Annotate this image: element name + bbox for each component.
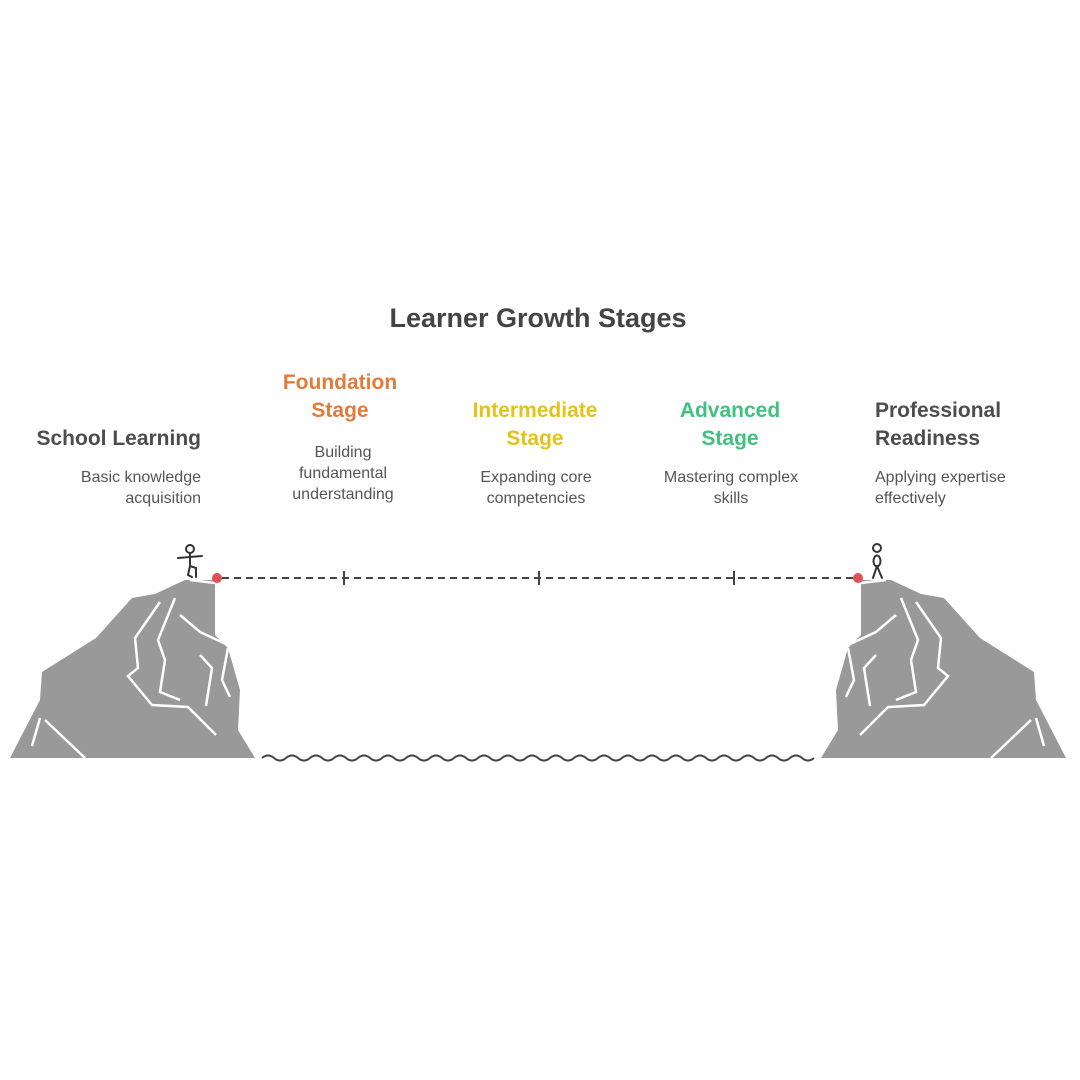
stage-advanced-description: Mastering complex skills — [663, 469, 799, 507]
stage-professional-description: Applying expertise effectively — [875, 469, 1006, 507]
stage-intermediate-description: Expanding core competencies — [480, 469, 592, 507]
stage-school-description: Basic knowledge acquisition — [80, 469, 201, 507]
stage-intermediate-label: Intermediate Stage — [472, 399, 598, 450]
right-cliff — [821, 578, 1066, 759]
stage-school-label: School Learning — [36, 427, 201, 450]
start-point — [212, 573, 222, 583]
stage-foundation-label: Foundation Stage — [282, 371, 398, 422]
water-wave — [261, 754, 815, 762]
end-point — [853, 573, 863, 583]
left-cliff — [10, 578, 255, 759]
person-standing-icon — [872, 543, 883, 579]
person-balancing-icon — [177, 544, 203, 578]
stage-foundation-description: Building fundamental understanding — [292, 444, 394, 503]
stage-professional-label: Professional Readiness — [875, 399, 1002, 450]
stage-advanced-label: Advanced Stage — [679, 399, 781, 450]
diagram-title: Learner Growth Stages — [389, 303, 687, 333]
